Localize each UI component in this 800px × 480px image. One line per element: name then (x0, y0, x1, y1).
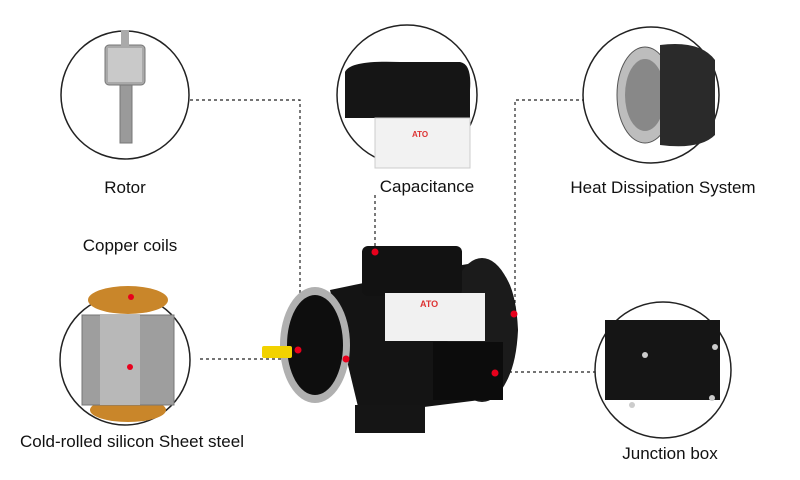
rotor-label: Rotor (104, 178, 146, 197)
copper-coils-detail (59, 286, 191, 426)
junction-box-label: Junction box (622, 444, 718, 463)
silicon-steel-label: Cold-rolled silicon Sheet steel (20, 432, 244, 451)
heat-leader-line (514, 99, 585, 315)
rotor-detail (60, 30, 190, 160)
svg-text:ATO: ATO (412, 130, 428, 139)
motor-image: ATO (262, 246, 518, 433)
motor-brand: ATO (420, 299, 438, 309)
capacitance-detail: ATO (336, 24, 478, 169)
heat-dissipation-label: Heat Dissipation System (570, 178, 756, 197)
heat-dissipation-detail (582, 26, 720, 164)
capacitance-label: Capacitance (379, 177, 475, 196)
copper-coils-label: Copper coils (82, 236, 178, 255)
junction-box-detail (594, 301, 732, 439)
rotor-leader-line (190, 99, 301, 345)
